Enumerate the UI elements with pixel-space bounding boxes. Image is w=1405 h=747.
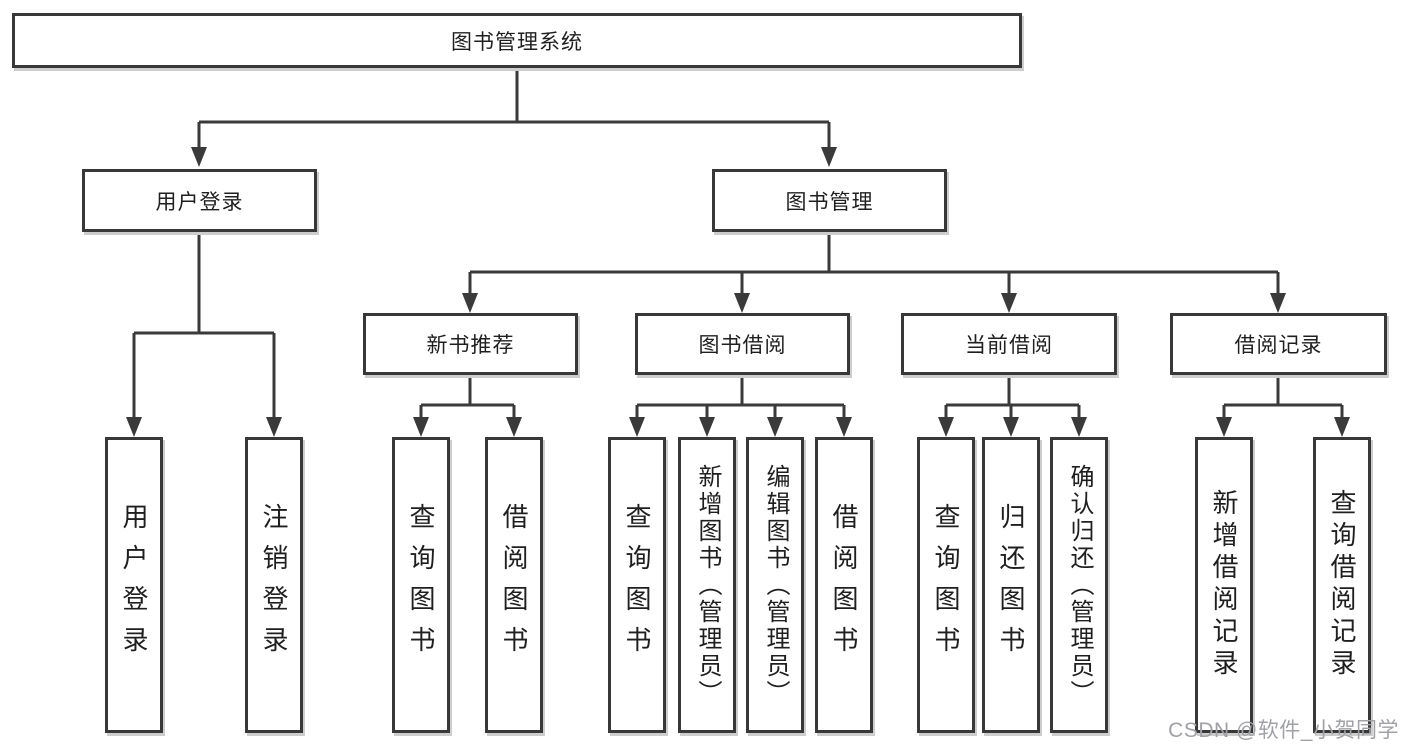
node-library-system: 图书管理系统 <box>12 13 1022 68</box>
leaf-borrow-books-recommend: 借阅图书 <box>485 437 543 733</box>
leaf-query-borrow-record: 查询借阅记录 <box>1313 437 1371 733</box>
leaf-label: 编辑图书（管理员） <box>762 463 789 707</box>
leaf-return-books: 归还图书 <box>982 437 1040 733</box>
leaf-label: 查询图书 <box>931 503 961 667</box>
node-user-login: 用户登录 <box>82 169 317 232</box>
node-label: 图书管理系统 <box>451 30 583 54</box>
leaf-label: 用户登录 <box>119 503 149 667</box>
connector-borrow-records <box>1216 375 1350 437</box>
watermark-text: CSDN @软件_小贺同学 <box>1168 719 1399 742</box>
connector-user-login <box>126 232 282 437</box>
node-label: 用户登录 <box>155 190 244 214</box>
leaf-label: 借阅图书 <box>829 503 859 667</box>
leaf-query-books-current: 查询图书 <box>917 437 975 733</box>
leaf-label: 新增借阅记录 <box>1209 489 1239 681</box>
node-label: 当前借阅 <box>965 334 1053 357</box>
node-label: 图书借阅 <box>698 334 787 357</box>
node-borrow-records: 借阅记录 <box>1170 313 1387 375</box>
node-book-borrow: 图书借阅 <box>635 313 850 375</box>
node-book-management: 图书管理 <box>712 169 947 232</box>
node-label: 借阅记录 <box>1234 334 1323 357</box>
leaf-label: 新增图书（管理员） <box>694 463 721 707</box>
leaf-logout: 注销登录 <box>245 437 303 733</box>
leaf-edit-books-admin: 编辑图书（管理员） <box>746 437 804 733</box>
leaf-label: 查询图书 <box>406 503 436 667</box>
leaf-user-login: 用户登录 <box>105 437 163 733</box>
leaf-query-books-borrow: 查询图书 <box>608 437 666 733</box>
leaf-label: 借阅图书 <box>499 503 529 667</box>
connector-new-book <box>413 375 522 437</box>
connector-book-mgmt <box>462 232 1286 313</box>
leaf-add-books-admin: 新增图书（管理员） <box>678 437 736 733</box>
leaf-label: 注销登录 <box>259 503 289 667</box>
node-current-borrow: 当前借阅 <box>901 313 1117 375</box>
connector-book-borrow <box>629 375 852 437</box>
leaf-add-borrow-record: 新增借阅记录 <box>1195 437 1253 733</box>
node-label: 图书管理 <box>785 190 874 214</box>
node-new-book-recommend: 新书推荐 <box>363 313 578 375</box>
leaf-query-books-recommend: 查询图书 <box>392 437 450 733</box>
leaf-borrow-books: 借阅图书 <box>815 437 873 733</box>
leaf-label: 查询图书 <box>622 503 652 667</box>
leaf-label: 查询借阅记录 <box>1327 489 1357 681</box>
node-label: 新书推荐 <box>426 334 515 357</box>
leaf-label: 归还图书 <box>996 503 1026 667</box>
connector-current-borrow <box>938 375 1087 437</box>
leaf-confirm-return-admin: 确认归还（管理员） <box>1050 437 1108 733</box>
leaf-label: 确认归还（管理员） <box>1066 463 1093 707</box>
connector-root <box>191 68 837 167</box>
